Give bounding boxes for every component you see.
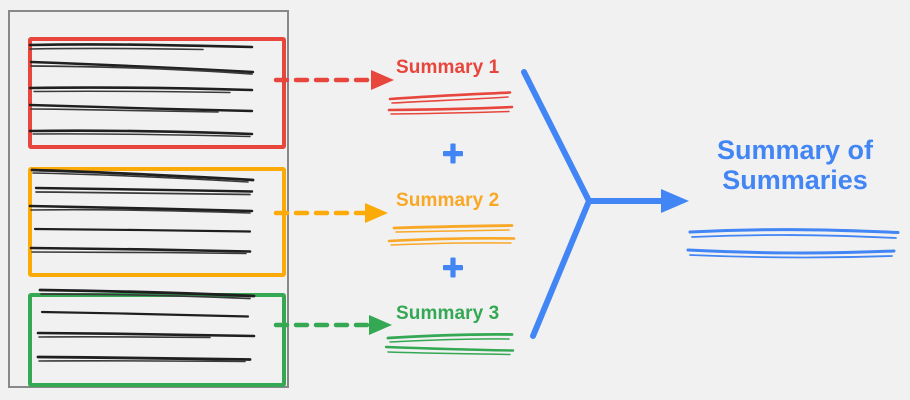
summary-1-strokes: [387, 91, 514, 115]
summary-1-label[interactable]: Summary 1: [396, 57, 500, 78]
scribble-lines-red: [28, 43, 255, 138]
document-section-orange[interactable]: [28, 167, 286, 277]
dashed-arrow-orange: [273, 203, 388, 223]
scribble-lines-green: [36, 288, 256, 363]
final-output-title: Summary of Summaries: [690, 135, 900, 195]
scribble-lines-orange: [28, 168, 255, 255]
dashed-arrow-red: [273, 70, 394, 90]
summary-2-strokes: [387, 224, 516, 246]
final-output-line-2: Summaries: [722, 165, 868, 196]
summary-2-label[interactable]: Summary 2: [396, 190, 500, 211]
plus-operator-1: [443, 143, 463, 164]
summary-3-strokes: [384, 332, 515, 356]
final-output-strokes: [686, 228, 900, 259]
dashed-arrow-green: [273, 315, 392, 335]
plus-operator-2: [443, 257, 463, 278]
final-output-line-1: Summary of: [716, 135, 874, 165]
summary-3-label[interactable]: Summary 3: [396, 303, 500, 324]
merge-arrow: [521, 69, 689, 339]
